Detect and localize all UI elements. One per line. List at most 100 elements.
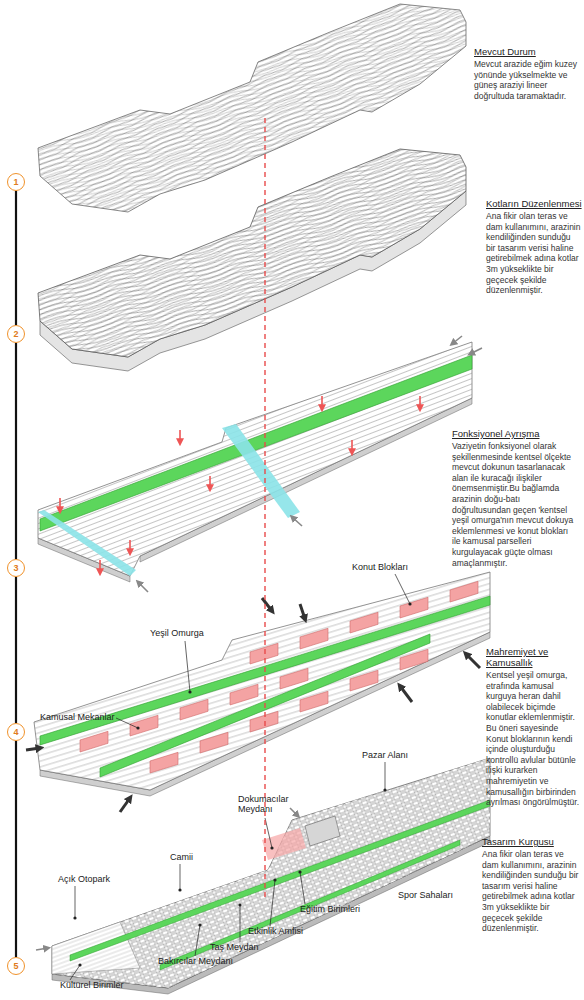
callout-label: Pazar Alanı — [362, 750, 408, 760]
connection-band — [38, 510, 136, 576]
site-functional — [38, 336, 482, 592]
stage-description: Kentsel yeşil omurga, etrafında kamusal … — [486, 670, 582, 808]
step-number: 5 — [13, 962, 18, 971]
timeline-line — [15, 577, 17, 723]
callout-label: Yeşil Omurga — [150, 628, 204, 638]
housing-block — [400, 649, 428, 670]
step-circle: 3 — [7, 559, 25, 577]
leader-dot — [178, 888, 181, 891]
leader-dot — [298, 870, 301, 873]
step-number: 2 — [13, 330, 18, 339]
stage-description: Vaziyetin fonksiyonel olarak şekillenmes… — [452, 441, 578, 568]
step-number: 1 — [13, 178, 18, 187]
leader-line — [185, 641, 190, 692]
stage-description: Ana fikir olan teras ve dam kullanımını,… — [482, 849, 580, 934]
step-circle: 1 — [7, 173, 25, 191]
housing-block — [280, 668, 308, 689]
section-line — [264, 118, 265, 900]
stage-heading: Fonksiyonel Ayrışma — [452, 428, 578, 439]
building-texture — [52, 758, 490, 988]
stage-text: Tasarım KurgusuAna fikir olan teras ve d… — [482, 836, 580, 934]
leader-dot — [78, 963, 81, 966]
leader-dot — [136, 726, 139, 729]
access-arrow — [120, 798, 130, 812]
callout-label: Konut Blokları — [352, 562, 408, 572]
stage-text: Fonksiyonel AyrışmaVaziyetin fonksiyonel… — [452, 428, 578, 568]
red-arrow — [59, 498, 61, 511]
leader-line — [116, 718, 138, 728]
terrace-lines — [34, 572, 490, 790]
contour-lines — [38, 149, 466, 357]
access-arrow — [400, 686, 412, 702]
leader-dot — [383, 788, 386, 791]
red-arrow — [129, 540, 131, 553]
red-arrow — [99, 560, 101, 573]
step-circle: 4 — [7, 723, 25, 741]
callout-label: Spor Sahaları — [398, 890, 453, 900]
housing-block — [130, 715, 158, 736]
timeline-line — [15, 191, 17, 325]
leader-line — [195, 925, 200, 956]
gray-arrow — [36, 948, 48, 950]
site-surface — [52, 758, 490, 988]
leader-line — [300, 872, 305, 904]
leader-line — [270, 880, 275, 926]
leader-dot — [188, 690, 191, 693]
leader-dot — [408, 602, 411, 605]
housing-block — [80, 731, 108, 752]
connection-band — [222, 424, 300, 518]
leader-line — [395, 574, 410, 604]
contour-lines — [38, 149, 466, 357]
step-circle: 5 — [7, 957, 25, 975]
timeline-line — [15, 741, 17, 957]
leader-line — [70, 965, 80, 980]
housing-block — [200, 732, 228, 753]
green-spine — [70, 800, 490, 961]
access-arrow — [262, 598, 272, 611]
access-arrow — [300, 604, 305, 619]
gray-arrow — [290, 808, 298, 816]
callout-label: Eğitim Birimleri — [300, 904, 360, 914]
callout-label: Açık Otopark — [58, 874, 110, 884]
step-number: 4 — [13, 728, 18, 737]
housing-block — [350, 612, 378, 633]
stage-text: Mevcut DurumMevcut arazide eğim kuzey yö… — [474, 46, 580, 101]
housing-block — [300, 691, 328, 712]
leader-line — [180, 864, 181, 890]
stage-heading: Mevcut Durum — [474, 46, 580, 57]
green-spine — [160, 840, 460, 970]
housing-block — [150, 752, 178, 773]
housing-block — [180, 699, 208, 720]
gray-arrow — [292, 517, 302, 526]
housing-block — [250, 643, 278, 664]
leader-dot — [198, 923, 201, 926]
step-number: 3 — [13, 564, 18, 573]
callout-label: Taş Meydan — [210, 942, 259, 952]
leader-line — [385, 762, 386, 790]
callout-label: Bakırcılar Meydanı — [158, 956, 233, 966]
stage-heading: Kotların Düzenlenmesi — [486, 198, 582, 209]
stage-text: Kotların DüzenlenmesiAna fikir olan tera… — [486, 198, 582, 296]
red-arrow — [179, 430, 181, 443]
housing-block — [400, 597, 428, 618]
housing-block — [450, 581, 478, 602]
leader-dot — [73, 916, 76, 919]
leader-line — [240, 905, 241, 942]
site-design — [36, 758, 490, 994]
market-square — [305, 816, 340, 846]
housing-block — [300, 628, 328, 649]
stage-description: Mevcut arazide eğim kuzey yönünde yüksel… — [474, 59, 580, 101]
site-surface — [34, 572, 490, 790]
green-spine — [40, 355, 472, 531]
callout-label: Camii — [170, 852, 193, 862]
leader-dot — [273, 878, 276, 881]
timeline-line — [15, 343, 17, 559]
housing-block — [350, 670, 378, 691]
stage-heading: Tasarım Kurgusu — [482, 836, 580, 847]
gray-arrow — [138, 582, 148, 592]
access-arrow — [26, 748, 40, 750]
callout-label: Dokumacılar Meydanı — [238, 794, 298, 814]
terrain-terraced — [38, 149, 466, 371]
